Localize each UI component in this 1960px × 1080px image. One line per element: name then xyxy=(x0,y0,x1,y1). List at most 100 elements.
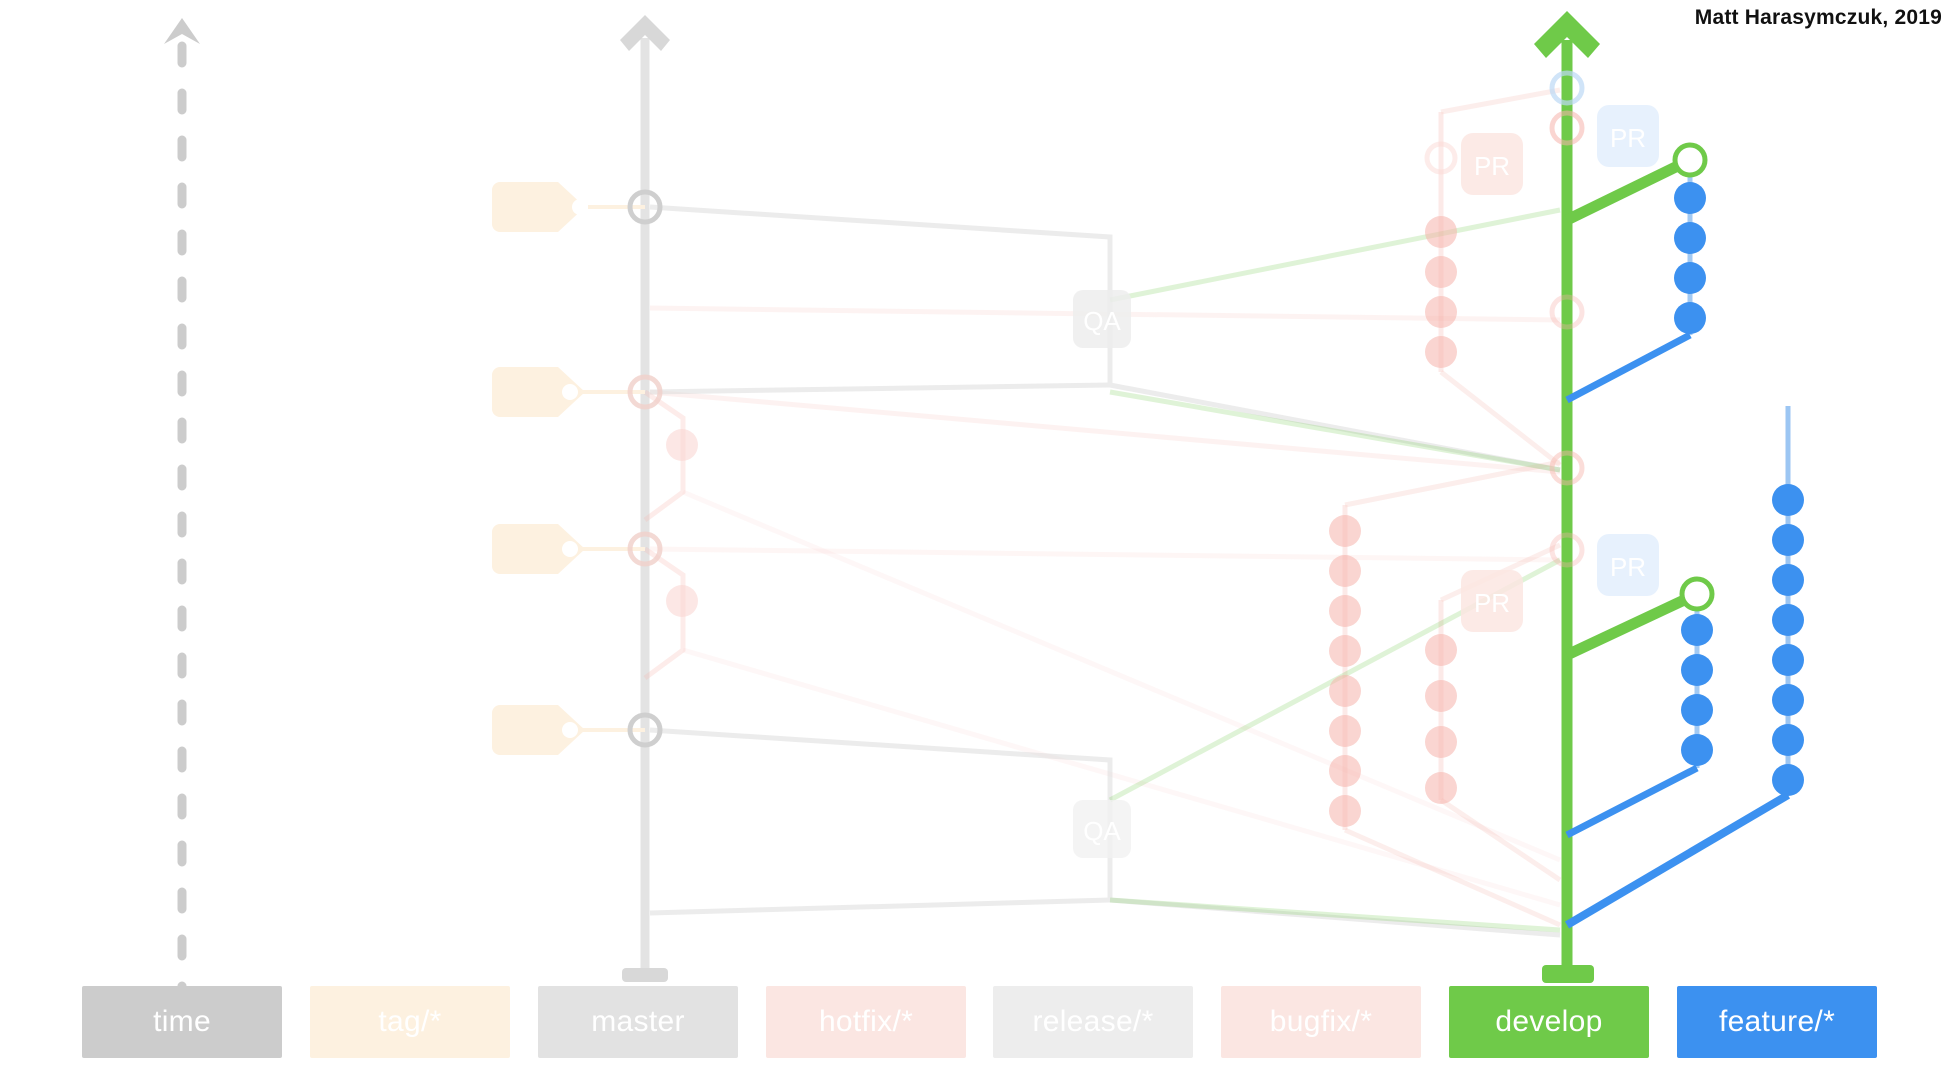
develop-base-cap xyxy=(1542,965,1594,983)
lane-label-feature[interactable]: feature/* xyxy=(1677,986,1877,1058)
pr-badge-label: PR xyxy=(1474,588,1510,618)
tag-marker xyxy=(492,524,645,574)
feature-commit xyxy=(1772,484,1804,516)
feature-commit xyxy=(1772,644,1804,676)
lane-label-time-text: time xyxy=(153,1005,211,1038)
master-commit-ring xyxy=(627,531,663,567)
bugfix-commit xyxy=(1425,680,1457,712)
feature-commit xyxy=(1772,764,1804,796)
feature-branch-2 xyxy=(1564,576,1715,839)
lane-label-hotfix[interactable]: hotfix/* xyxy=(766,986,966,1058)
feature-commit xyxy=(1674,262,1706,294)
hotfix-branches xyxy=(643,305,1561,908)
develop-merge-ring xyxy=(1549,532,1585,568)
lane-label-develop[interactable]: develop xyxy=(1449,986,1649,1058)
develop-merge-ring xyxy=(1549,70,1585,106)
feature-merge-ring xyxy=(1672,142,1708,178)
develop-axis xyxy=(1534,11,1600,983)
bugfix-commit xyxy=(1329,515,1361,547)
feature-commit xyxy=(1772,604,1804,636)
bugfix-commit xyxy=(1425,256,1457,288)
lane-label-release-text: release/* xyxy=(1032,1005,1154,1038)
feature-merge-line xyxy=(1564,155,1693,225)
bugfix-commit xyxy=(1425,336,1457,368)
bugfix-commit xyxy=(1329,635,1361,667)
bugfix-commit xyxy=(1425,772,1457,804)
feature-branches xyxy=(1564,142,1804,929)
develop-merge-ring xyxy=(1549,110,1585,146)
lane-label-time[interactable]: time xyxy=(82,986,282,1058)
feature-branch-3 xyxy=(1564,406,1804,929)
lane-label-release[interactable]: release/* xyxy=(993,986,1193,1058)
bugfix-commit xyxy=(1425,216,1457,248)
pr-badge: PR xyxy=(1461,570,1523,632)
feature-commit xyxy=(1674,182,1706,214)
lane-label-develop-text: develop xyxy=(1495,1005,1603,1038)
bugfix-commits xyxy=(1329,216,1457,827)
bugfix-commit xyxy=(1329,555,1361,587)
pr-badge-label: PR xyxy=(1610,552,1646,582)
feature-branch-line xyxy=(1565,764,1699,839)
develop-arrow-icon xyxy=(1534,11,1600,58)
feature-commit xyxy=(1772,564,1804,596)
feature-merge-ring xyxy=(1679,576,1715,612)
bugfix-commit xyxy=(1425,296,1457,328)
pr-badge: PR xyxy=(1461,133,1523,195)
tag-marker xyxy=(492,705,645,755)
time-axis-arrow-icon xyxy=(164,18,200,44)
bugfix-commit xyxy=(1329,595,1361,627)
feature-commit xyxy=(1681,694,1713,726)
feature-commit xyxy=(1681,734,1713,766)
lane-label-hotfix-text: hotfix/* xyxy=(818,1005,914,1038)
feature-branch-line xyxy=(1565,331,1692,404)
hotfix-commit xyxy=(666,429,698,461)
tag-markers xyxy=(492,182,645,755)
feature-commit xyxy=(1681,654,1713,686)
pr-badges: PR PR PR PR xyxy=(1461,105,1659,632)
lane-label-bugfix-text: bugfix/* xyxy=(1269,1005,1373,1038)
lane-label-tag-text: tag/* xyxy=(378,1005,442,1038)
pr-badge: PR xyxy=(1597,105,1659,167)
lane-label-master-text: master xyxy=(591,1005,685,1038)
feature-branch-line xyxy=(1564,791,1791,929)
feature-commit xyxy=(1772,724,1804,756)
pr-badge-label: PR xyxy=(1474,151,1510,181)
master-commit-ring xyxy=(627,189,663,225)
lane-label-tag[interactable]: tag/* xyxy=(310,986,510,1058)
qa-badge: QA xyxy=(1073,290,1131,348)
hotfix-commit xyxy=(666,585,698,617)
attribution-text: Matt Harasymczuk, 2019 xyxy=(1694,6,1942,29)
master-axis xyxy=(620,15,670,982)
tag-marker xyxy=(492,367,645,417)
master-base-cap xyxy=(622,968,668,982)
feature-branch-1 xyxy=(1564,142,1708,404)
feature-commit xyxy=(1681,614,1713,646)
master-commit-ring xyxy=(627,712,663,748)
qa-badges: QA QA xyxy=(1073,290,1131,858)
lane-label-master[interactable]: master xyxy=(538,986,738,1058)
pr-badge-label: PR xyxy=(1610,123,1646,153)
time-axis xyxy=(164,18,200,993)
feature-commit xyxy=(1674,222,1706,254)
feature-merge-line xyxy=(1564,589,1700,660)
feature-commit xyxy=(1674,302,1706,334)
develop-merge-rings xyxy=(1549,70,1585,568)
lane-label-feature-text: feature/* xyxy=(1718,1005,1836,1038)
bugfix-commit xyxy=(1425,634,1457,666)
tag-marker xyxy=(492,182,645,232)
master-arrow-icon xyxy=(620,15,670,51)
develop-merge-ring xyxy=(1549,294,1585,330)
develop-merge-ring xyxy=(1549,450,1585,486)
master-commit-ring xyxy=(627,374,663,410)
pr-badge: PR xyxy=(1597,534,1659,596)
qa-badge-label: QA xyxy=(1083,306,1121,336)
qa-badge: QA xyxy=(1073,800,1131,858)
feature-commit xyxy=(1772,524,1804,556)
bugfix-commit xyxy=(1329,795,1361,827)
master-commits xyxy=(627,189,663,748)
lane-label-bugfix[interactable]: bugfix/* xyxy=(1221,986,1421,1058)
bugfix-commit xyxy=(1329,715,1361,747)
bugfix-commit xyxy=(1329,755,1361,787)
